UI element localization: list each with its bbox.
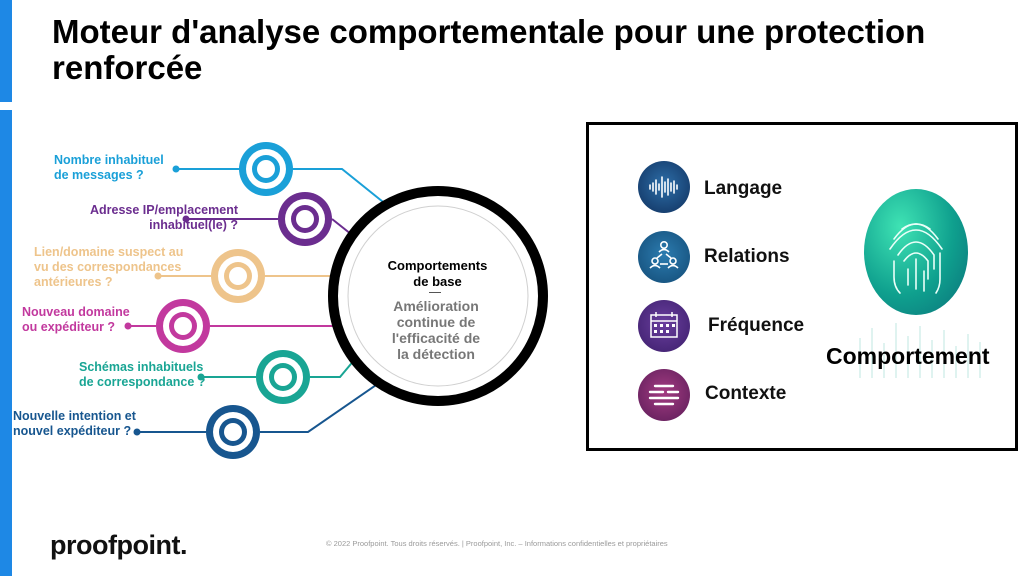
- sound-wave-icon: [638, 161, 690, 213]
- target-ring-1: [239, 142, 293, 196]
- panel-item-langage: Langage: [704, 178, 782, 200]
- behavior-label-6: Nouvelle intention et nouvel expéditeur …: [13, 409, 136, 439]
- behavior-label-big: Comportement: [826, 343, 990, 370]
- behavior-label-3: Lien/domaine suspect au vu des correspon…: [34, 245, 183, 290]
- panel-item-frequence: Fréquence: [708, 315, 804, 337]
- core-divider: [429, 292, 441, 293]
- target-ring-2: [278, 192, 332, 246]
- calendar-icon: [638, 300, 690, 352]
- target-ring-5: [256, 350, 310, 404]
- fingerprint-icon: [864, 189, 968, 315]
- target-ring-3: [211, 249, 265, 303]
- core-ring: [333, 191, 543, 401]
- context-lines-icon: [638, 369, 690, 421]
- footer-copyright: © 2022 Proofpoint. Tous droits réservés.…: [326, 539, 668, 548]
- behavior-label-1: Nombre inhabituel de messages ?: [54, 153, 164, 183]
- panel-item-contexte: Contexte: [705, 383, 786, 405]
- behavior-label-2: Adresse IP/emplacement inhabituel(le) ?: [70, 203, 238, 233]
- core-subtitle: Amélioration continue de l'efficacité de…: [370, 298, 502, 362]
- target-ring-4: [156, 299, 210, 353]
- target-ring-6: [206, 405, 260, 459]
- behavior-label-4: Nouveau domaine ou expéditeur ?: [22, 305, 130, 335]
- core-title: Comportements de base: [370, 258, 505, 290]
- proofpoint-logo: proofpoint.: [50, 530, 187, 561]
- network-people-icon: [638, 231, 690, 283]
- behavior-label-5: Schémas inhabituels de correspondance ?: [79, 360, 205, 390]
- connector-dot-1: [173, 166, 180, 173]
- panel-item-relations: Relations: [704, 246, 790, 268]
